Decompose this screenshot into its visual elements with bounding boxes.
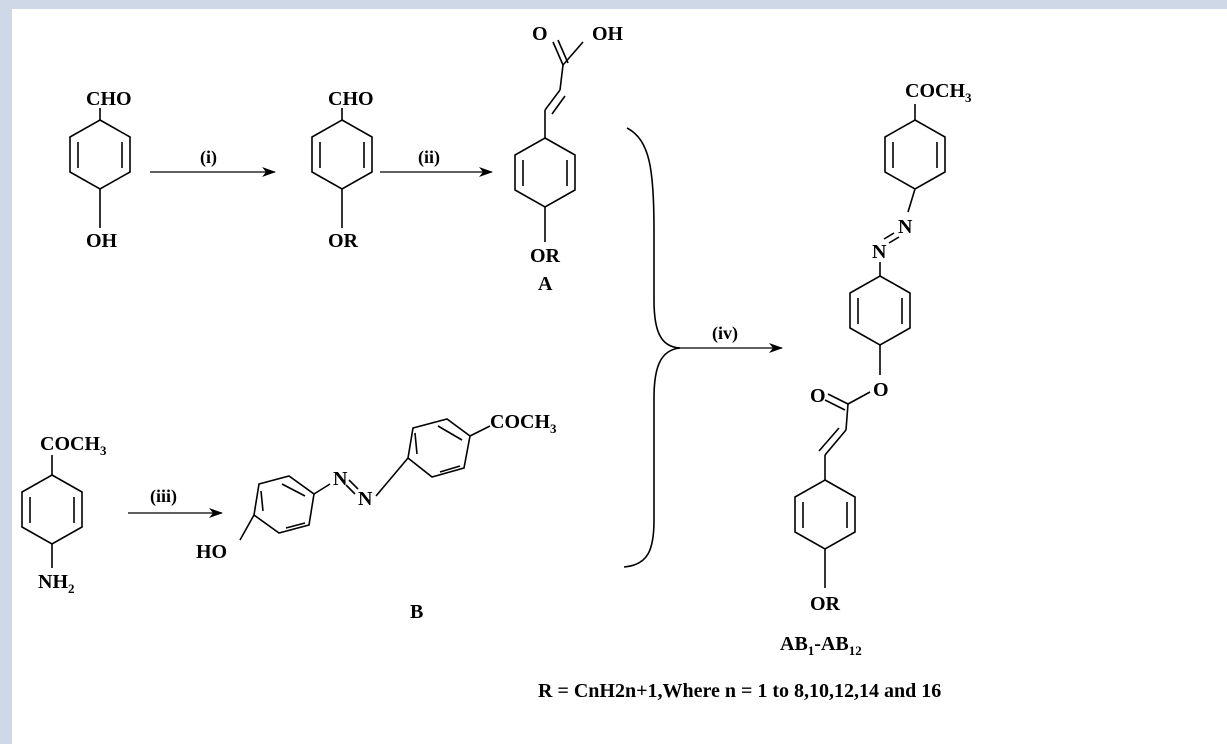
acid-oh-label: OH bbox=[592, 23, 624, 45]
or-label: OR bbox=[328, 230, 359, 252]
azo-n2-label: N bbox=[872, 241, 887, 263]
molecule-b-azophenol: HO N N COCH3 B bbox=[196, 411, 557, 623]
molecule-alkoxybenzaldehyde: CHO OR bbox=[311, 88, 374, 252]
frame-border-top bbox=[0, 0, 1227, 9]
ho-label: HO bbox=[196, 541, 227, 563]
nh2-label: NH2 bbox=[38, 571, 75, 596]
reaction-step-i: (i) bbox=[150, 147, 276, 177]
azo-n1-label: N bbox=[898, 216, 913, 238]
step-label-iii: (iii) bbox=[150, 486, 177, 507]
or-label: OR bbox=[530, 245, 561, 267]
coch3-label: COCH3 bbox=[905, 80, 972, 105]
molecule-hydroxybenzaldehyde: CHO OH bbox=[69, 88, 132, 252]
molecule-a-cinnamic-acid: O OH OR A bbox=[514, 23, 624, 295]
reaction-step-iv: (iv) bbox=[678, 323, 783, 353]
frame-border-left bbox=[0, 0, 12, 744]
r-group-footnote: R = CnH2n+1,Where n = 1 to 8,10,12,14 an… bbox=[538, 680, 941, 702]
oh-label: OH bbox=[86, 230, 118, 252]
combining-brace bbox=[623, 127, 681, 568]
carbonyl-o-label: O bbox=[532, 23, 548, 45]
carbonyl-o-label: O bbox=[810, 385, 826, 407]
coch3-label: COCH3 bbox=[490, 411, 557, 436]
cho-label: CHO bbox=[86, 88, 132, 110]
or-label: OR bbox=[810, 593, 841, 615]
molecule-product-ab: COCH3 N N O O OR AB1-AB12 bbox=[780, 80, 972, 658]
step-label-i: (i) bbox=[200, 147, 217, 168]
ester-o-label: O bbox=[873, 379, 889, 401]
reaction-step-iii: (iii) bbox=[128, 486, 223, 518]
compound-a-label: A bbox=[538, 273, 553, 295]
step-label-ii: (ii) bbox=[418, 147, 440, 168]
product-name-label: AB1-AB12 bbox=[780, 633, 862, 658]
azo-n2-label: N bbox=[358, 488, 373, 510]
compound-b-label: B bbox=[410, 601, 423, 623]
cho-label: CHO bbox=[328, 88, 374, 110]
azo-n1-label: N bbox=[333, 468, 348, 490]
coch3-label: COCH3 bbox=[40, 433, 107, 458]
molecule-aminoacetophenone: COCH3 NH2 bbox=[21, 433, 107, 596]
step-label-iv: (iv) bbox=[712, 323, 738, 344]
reaction-step-ii: (ii) bbox=[380, 147, 493, 177]
